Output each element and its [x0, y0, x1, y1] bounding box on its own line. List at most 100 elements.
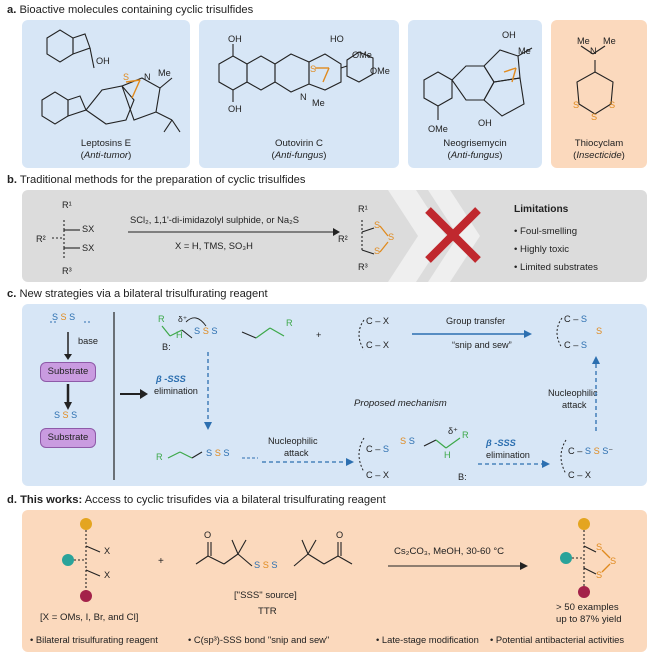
c-attack-1: attack	[562, 400, 587, 410]
c-int-c-bottom: C – X	[366, 470, 389, 480]
c-elim-arrow-right	[478, 460, 550, 468]
d-bullet-1: • Bilateral trisulfurating reagent	[30, 634, 158, 645]
c-dihalide-top: C – X	[366, 316, 389, 326]
c-substrate-top: Substrate	[40, 362, 96, 382]
neogrisemycin-ome: OMe	[428, 124, 448, 134]
neogrisemycin-me: Me	[518, 46, 531, 56]
b-prod-r2: R²	[338, 234, 348, 244]
thiocyclam-caption: Thiocyclam(Insecticide)	[573, 138, 625, 161]
outovirin-oh-top: OH	[228, 34, 242, 44]
limitation-3: • Limited substrates	[514, 262, 598, 273]
neogrisemycin-caption: Neogrisemycin(Anti-fungus)	[443, 138, 507, 161]
c-delta-plus: δ⁺	[178, 314, 188, 324]
c-r-left: R	[158, 314, 165, 324]
outovirin-n: N	[300, 92, 307, 102]
c-int-delta: δ⁺	[448, 426, 458, 436]
c-thiolate-scaffold	[560, 439, 567, 475]
c-thiolate-top: C – S S S⁻	[568, 446, 614, 456]
c-snip-and-sew: “snip and sew”	[452, 340, 512, 350]
b-reaction-arrow	[128, 228, 340, 236]
neogrisemycin-oh: OH	[502, 30, 516, 40]
thiocyclam-n: N	[590, 46, 597, 56]
c-intermediate-scaffold	[358, 437, 365, 473]
ttr-sss: S S S	[254, 560, 278, 570]
c-elimination-2: elimination	[486, 450, 530, 460]
molecule-card-outovirin	[199, 20, 399, 168]
b-sx-2: SX	[82, 243, 95, 253]
outovirin-structure	[218, 44, 374, 102]
c-bottom-sss: S S S	[206, 448, 230, 458]
c-prod-c-top: C – S	[564, 314, 587, 324]
c-reagent-structure	[161, 317, 285, 339]
c-group-transfer: Group transfer	[446, 316, 506, 326]
c-substrate-bottom: Substrate	[40, 428, 96, 448]
c-cyclic-product-scaffold	[556, 317, 563, 349]
d-plus: +	[158, 556, 164, 567]
this-work-panel	[22, 510, 647, 652]
thiocyclam-structure	[576, 45, 614, 115]
c-sss-bonds	[50, 321, 90, 323]
c-transfer-arrow	[412, 330, 532, 338]
leptosins-n-label: N	[144, 72, 151, 82]
b-prod-r3: R³	[358, 262, 368, 272]
d-bullet-3: • Late-stage modification	[376, 634, 479, 645]
c-sss-chain: S S S	[194, 326, 218, 336]
b-r1: R¹	[62, 200, 72, 210]
c-beta-sss-1: β -SSS	[156, 374, 186, 384]
outovirin-ho: HO	[330, 34, 344, 44]
molecule-card-thiocyclam	[551, 20, 647, 168]
c-dihalide-bottom: C – X	[366, 340, 389, 350]
limitations-title: Limitations	[514, 204, 569, 215]
d-substrate-scaffold	[70, 526, 101, 592]
ttr-o-right: O	[336, 530, 344, 540]
b-r3: R³	[62, 266, 72, 276]
b-prod-s-2: S	[388, 232, 395, 242]
molecule-card-leptosins	[22, 20, 190, 168]
d-ttr-label: TTR	[258, 606, 277, 617]
d-substituent-yellow	[80, 518, 92, 530]
c-base-label: base	[78, 336, 98, 346]
c-down-arrow-big	[64, 384, 72, 410]
outovirin-me: Me	[312, 98, 325, 108]
b-conditions: X = H, TMS, SO₃H	[175, 240, 253, 251]
c-thiolate-bottom: C – X	[568, 470, 591, 480]
traditional-methods-panel	[22, 190, 647, 282]
section-c-heading: c. New strategies via a bilateral trisul…	[7, 288, 268, 300]
section-d-heading: d. This works: Access to cyclic trisufid…	[7, 494, 386, 506]
c-elim-arrow-down	[204, 352, 212, 430]
c-divider	[113, 312, 148, 480]
section-a-heading: a. Bioactive molecules containing cyclic…	[7, 4, 254, 16]
dithiol-substrate	[52, 220, 80, 260]
d-conditions: Cs₂CO₃, MeOH, 30-60 °C	[394, 546, 505, 557]
c-nucleophilic-2: Nucleophilic	[268, 436, 318, 446]
outovirin-s: S	[310, 64, 317, 74]
b-sx-1: SX	[82, 224, 95, 234]
d-product-scaffold	[568, 526, 611, 588]
d-substituent-maroon	[80, 590, 92, 602]
c-int-h: H	[444, 450, 451, 460]
c-beta-sss-2: β -SSS	[486, 438, 516, 448]
c-nucleophilic-1: Nucleophilic	[548, 388, 598, 398]
d-x-1: X	[104, 546, 111, 556]
c-down-arrow-small	[64, 332, 72, 360]
b-r2: R²	[36, 234, 46, 244]
d-yield: up to 87% yield	[556, 614, 622, 625]
d-x-list: [X = OMs, I, Br, and Cl]	[40, 612, 139, 623]
outovirin-caption: Outovirin C(Anti-fungus)	[271, 138, 327, 161]
c-prod-s-mid: S	[596, 326, 603, 336]
c-prod-c-bottom: C – S	[564, 340, 587, 350]
thiocyclam-s-1: S	[573, 100, 580, 110]
d-prod-s-3: S	[596, 570, 603, 580]
c-attack-2: attack	[284, 448, 309, 458]
d-substituent-teal	[62, 554, 74, 566]
thiocyclam-me-1: Me	[577, 36, 590, 46]
not-allowed-cross-icon	[425, 207, 481, 263]
outovirin-oh-bottom: OH	[228, 104, 242, 114]
leptosins-me-label: Me	[158, 68, 171, 78]
leptosins-oh-label: OH	[96, 56, 110, 66]
limitation-1: • Foul-smelling	[514, 226, 578, 237]
outovirin-ome-2: OMe	[370, 66, 390, 76]
c-dihalide-scaffold	[358, 319, 365, 351]
section-b-heading: b. Traditional methods for the preparati…	[7, 174, 306, 186]
d-prod-s-1: S	[596, 542, 603, 552]
